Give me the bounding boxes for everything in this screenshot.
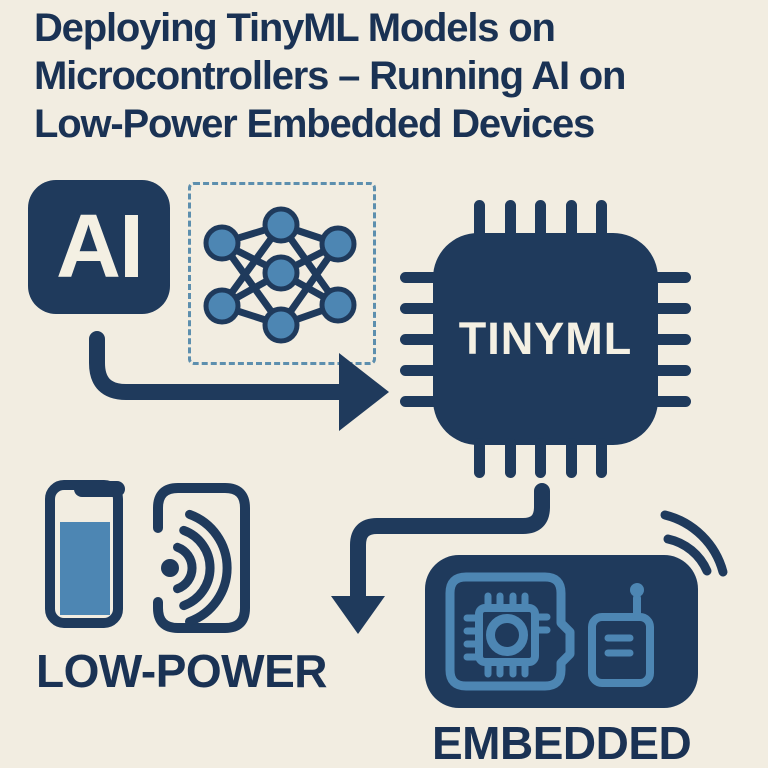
- neural-network-icon: [203, 206, 357, 344]
- wifi-waves-icon: [660, 510, 728, 577]
- chip-pins-top: [474, 200, 607, 240]
- ai-badge: AI: [28, 180, 170, 314]
- radio-antenna-icon: [588, 583, 654, 687]
- microcontroller-chip-icon: [400, 200, 691, 478]
- chip-label-text: TINYML: [458, 313, 633, 364]
- arrow-down-icon: [331, 483, 550, 634]
- ai-badge-label: AI: [56, 196, 144, 297]
- arrow-right-icon: [89, 331, 389, 431]
- board-chip-icon: [445, 572, 575, 691]
- chip-pins-bottom: [474, 438, 607, 478]
- title-line-3: Low-Power Embedded Devices: [34, 102, 595, 146]
- board-chip-pins: [463, 592, 551, 678]
- chip-pins-left: [400, 272, 440, 407]
- low-power-caption: LOW-POWER: [36, 645, 327, 697]
- chip-pins-right: [651, 272, 691, 407]
- embedded-board-icon: [425, 510, 728, 708]
- phone-signal-icon: [153, 483, 250, 633]
- neural-network-nodes: [203, 206, 357, 344]
- embedded-caption: EMBEDDED: [432, 717, 692, 768]
- chip-label: TINYML: [433, 233, 658, 445]
- title-line-2: Microcontrollers – Running AI on: [34, 54, 626, 98]
- neural-network-frame: [188, 182, 376, 365]
- page-title: Deploying TinyML Models on Microcontroll…: [34, 4, 626, 148]
- battery-icon: [45, 480, 125, 628]
- title-line-1: Deploying TinyML Models on: [34, 6, 556, 50]
